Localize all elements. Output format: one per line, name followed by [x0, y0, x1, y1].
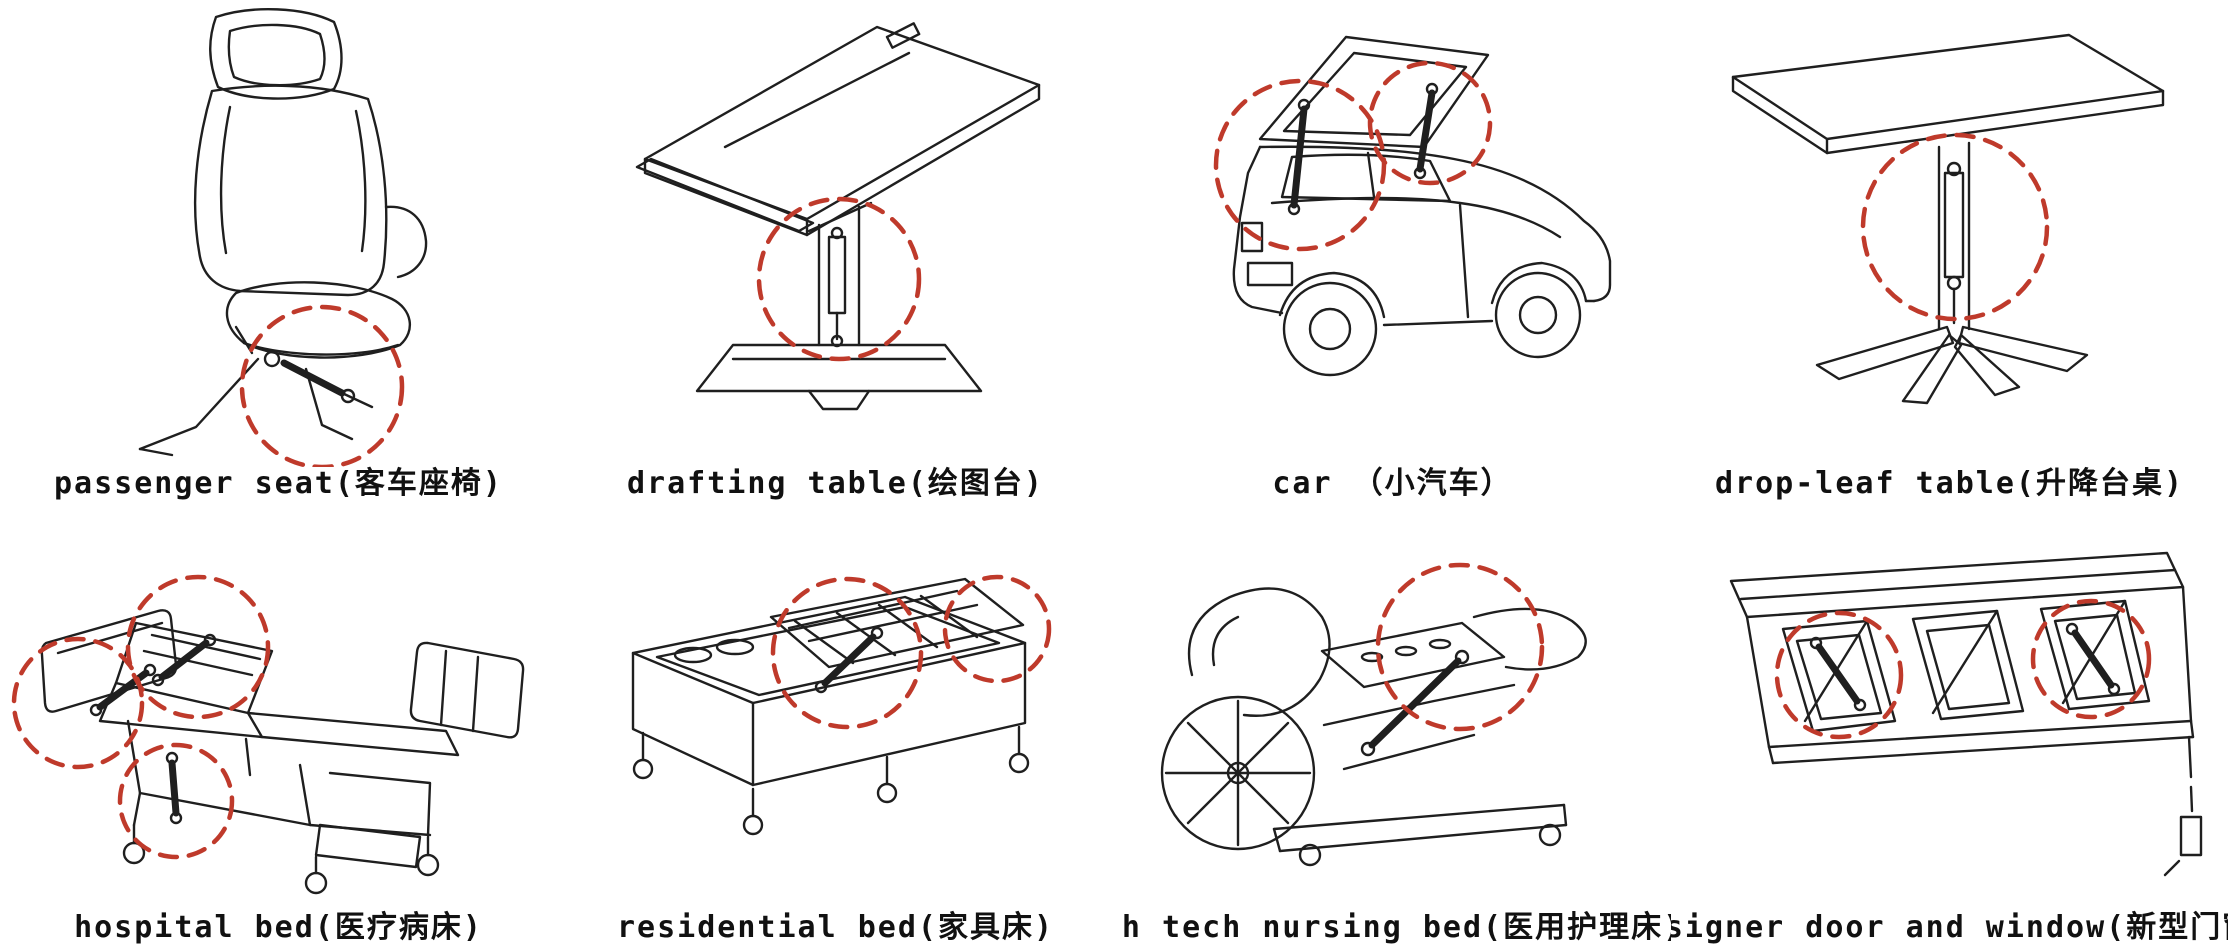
car-illustration [1213, 35, 1612, 377]
gas-spring [168, 759, 180, 817]
gas-spring [1416, 89, 1436, 173]
figure-cell-designer-door-window: designer door and window(新型门窗) [1671, 522, 2228, 952]
window-handle [2179, 815, 2203, 857]
hospital-bed-drawing [40, 609, 525, 895]
figure-cell-nursing-bed: ;h tech nursing bed(医用护理床) [1114, 522, 1671, 952]
designer-door-window-drawing [1729, 551, 2203, 877]
gas-spring [1368, 657, 1462, 749]
figure-cell-drop-leaf-table: drop-leaf table(升降台桌) [1671, 0, 2228, 522]
passenger-seat-drawing [138, 8, 428, 457]
car-drawing [1232, 35, 1612, 377]
residential-bed-drawing [631, 577, 1030, 836]
gas-spring [1943, 171, 1965, 279]
gas-spring-highlight [11, 636, 145, 770]
passenger-seat-illustration [138, 8, 428, 467]
designer-door-window-illustration [1729, 551, 2203, 877]
gas-spring-highlight [756, 196, 922, 362]
caption-residential-bed: residential bed(家具床) [616, 910, 1055, 945]
nursing-bed-drawing [1160, 587, 1587, 867]
figure-cell-drafting-table: drafting table(绘图台) [557, 0, 1114, 522]
gas-spring-highlight [125, 574, 271, 720]
gas-spring-highlight [239, 304, 405, 467]
gas-spring-highlight [1213, 78, 1387, 252]
gas-spring [1815, 643, 1861, 705]
residential-bed-illustration [631, 574, 1052, 836]
figure-cell-hospital-bed: hospital bed(医疗病床) [0, 522, 557, 952]
gas-spring [280, 359, 346, 397]
caption-drafting-table: drafting table(绘图台) [627, 466, 1044, 501]
drafting-table-drawing [635, 22, 1041, 411]
gas-spring-highlight [942, 574, 1052, 684]
gas-spring [2071, 629, 2115, 689]
drop-leaf-table-drawing [1731, 33, 2165, 405]
gas-spring-highlight [1860, 132, 2050, 322]
gas-spring-highlight [2030, 598, 2152, 720]
caption-passenger-seat: passenger seat(客车座椅) [54, 466, 503, 501]
gas-spring-highlight [770, 576, 924, 730]
gas-spring-highlight [1774, 610, 1904, 740]
caption-nursing-bed: ;h tech nursing bed(医用护理床) [1114, 910, 1671, 945]
drop-leaf-table-illustration [1731, 33, 2165, 405]
drafting-table-illustration [635, 22, 1041, 411]
figure-cell-car: car （小汽车） [1114, 0, 1671, 522]
hospital-bed-illustration [11, 574, 525, 895]
caption-car: car （小汽车） [1272, 466, 1513, 501]
nursing-bed-illustration [1160, 562, 1587, 867]
gas-spring-highlight [1367, 60, 1493, 186]
gas-spring-highlight [1375, 562, 1545, 732]
gas-spring [827, 235, 847, 315]
gas-spring [158, 639, 210, 681]
gas-spring-highlight [117, 742, 235, 860]
caption-designer-door-window: designer door and window(新型门窗) [1671, 910, 2228, 945]
figure-cell-passenger-seat: passenger seat(客车座椅) [0, 0, 557, 522]
figure-cell-residential-bed: residential bed(家具床) [557, 522, 1114, 952]
caption-drop-leaf-table: drop-leaf table(升降台桌) [1714, 466, 2185, 501]
caption-hospital-bed: hospital bed(医疗病床) [74, 910, 483, 945]
gas-spring [821, 633, 877, 687]
